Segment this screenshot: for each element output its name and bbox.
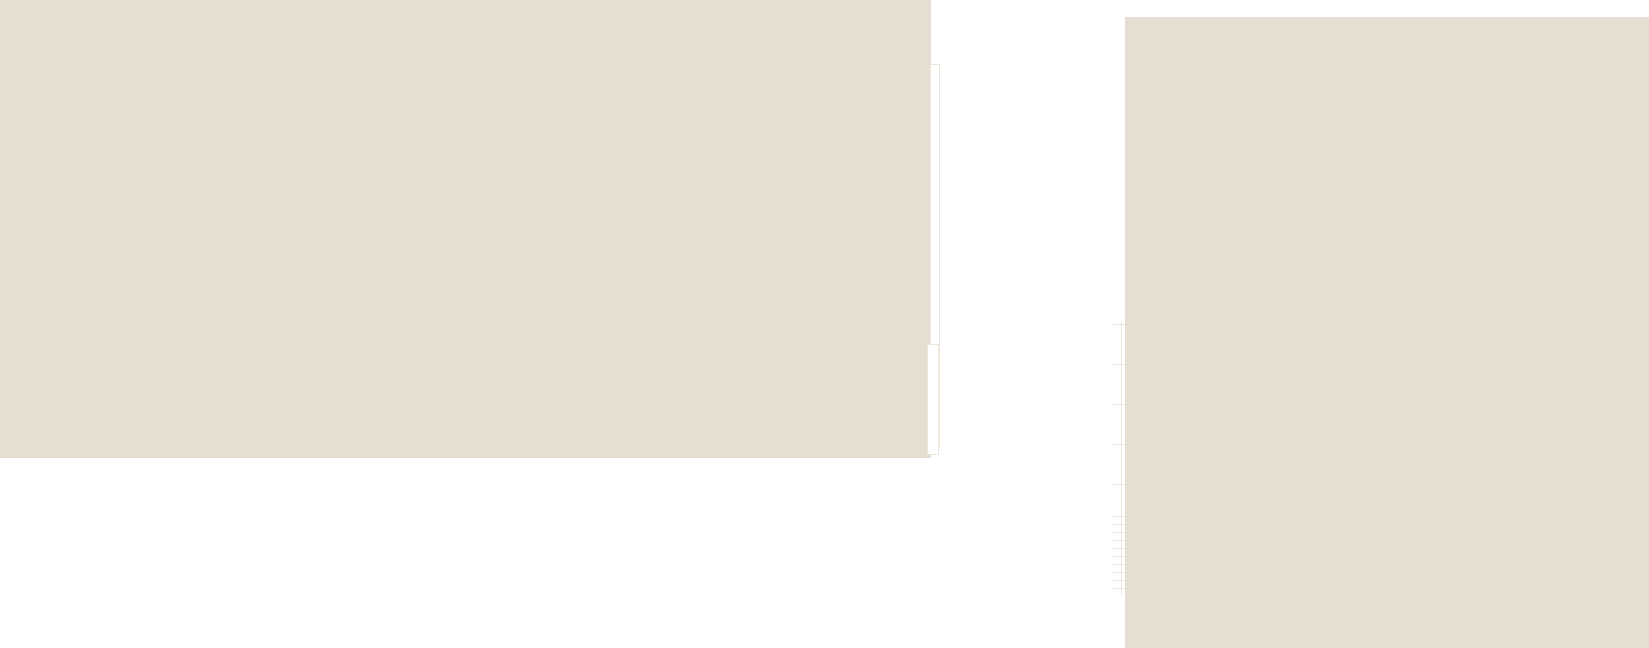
- edge-tick: [1112, 572, 1125, 573]
- edge-tick: [1112, 364, 1125, 365]
- edge-tick: [1112, 580, 1125, 581]
- edge-tick: [1112, 540, 1125, 541]
- edge-tick: [1112, 564, 1125, 565]
- edge-tick: [1112, 556, 1125, 557]
- edge-tick: [1112, 588, 1125, 589]
- edge-tick: [1112, 524, 1125, 525]
- left-blank-panel: [0, 0, 931, 458]
- right-blank-panel: [1125, 17, 1649, 648]
- edge-tick: [1112, 444, 1125, 445]
- edge-tick: [1112, 404, 1125, 405]
- edge-tick: [1112, 516, 1125, 517]
- edge-tick: [1112, 548, 1125, 549]
- edge-tick: [1112, 484, 1125, 485]
- right-panel-edge-line: [1121, 322, 1122, 595]
- left-panel-edge-strip-inner: [927, 344, 939, 455]
- edge-tick: [1112, 324, 1125, 325]
- edge-tick: [1112, 532, 1125, 533]
